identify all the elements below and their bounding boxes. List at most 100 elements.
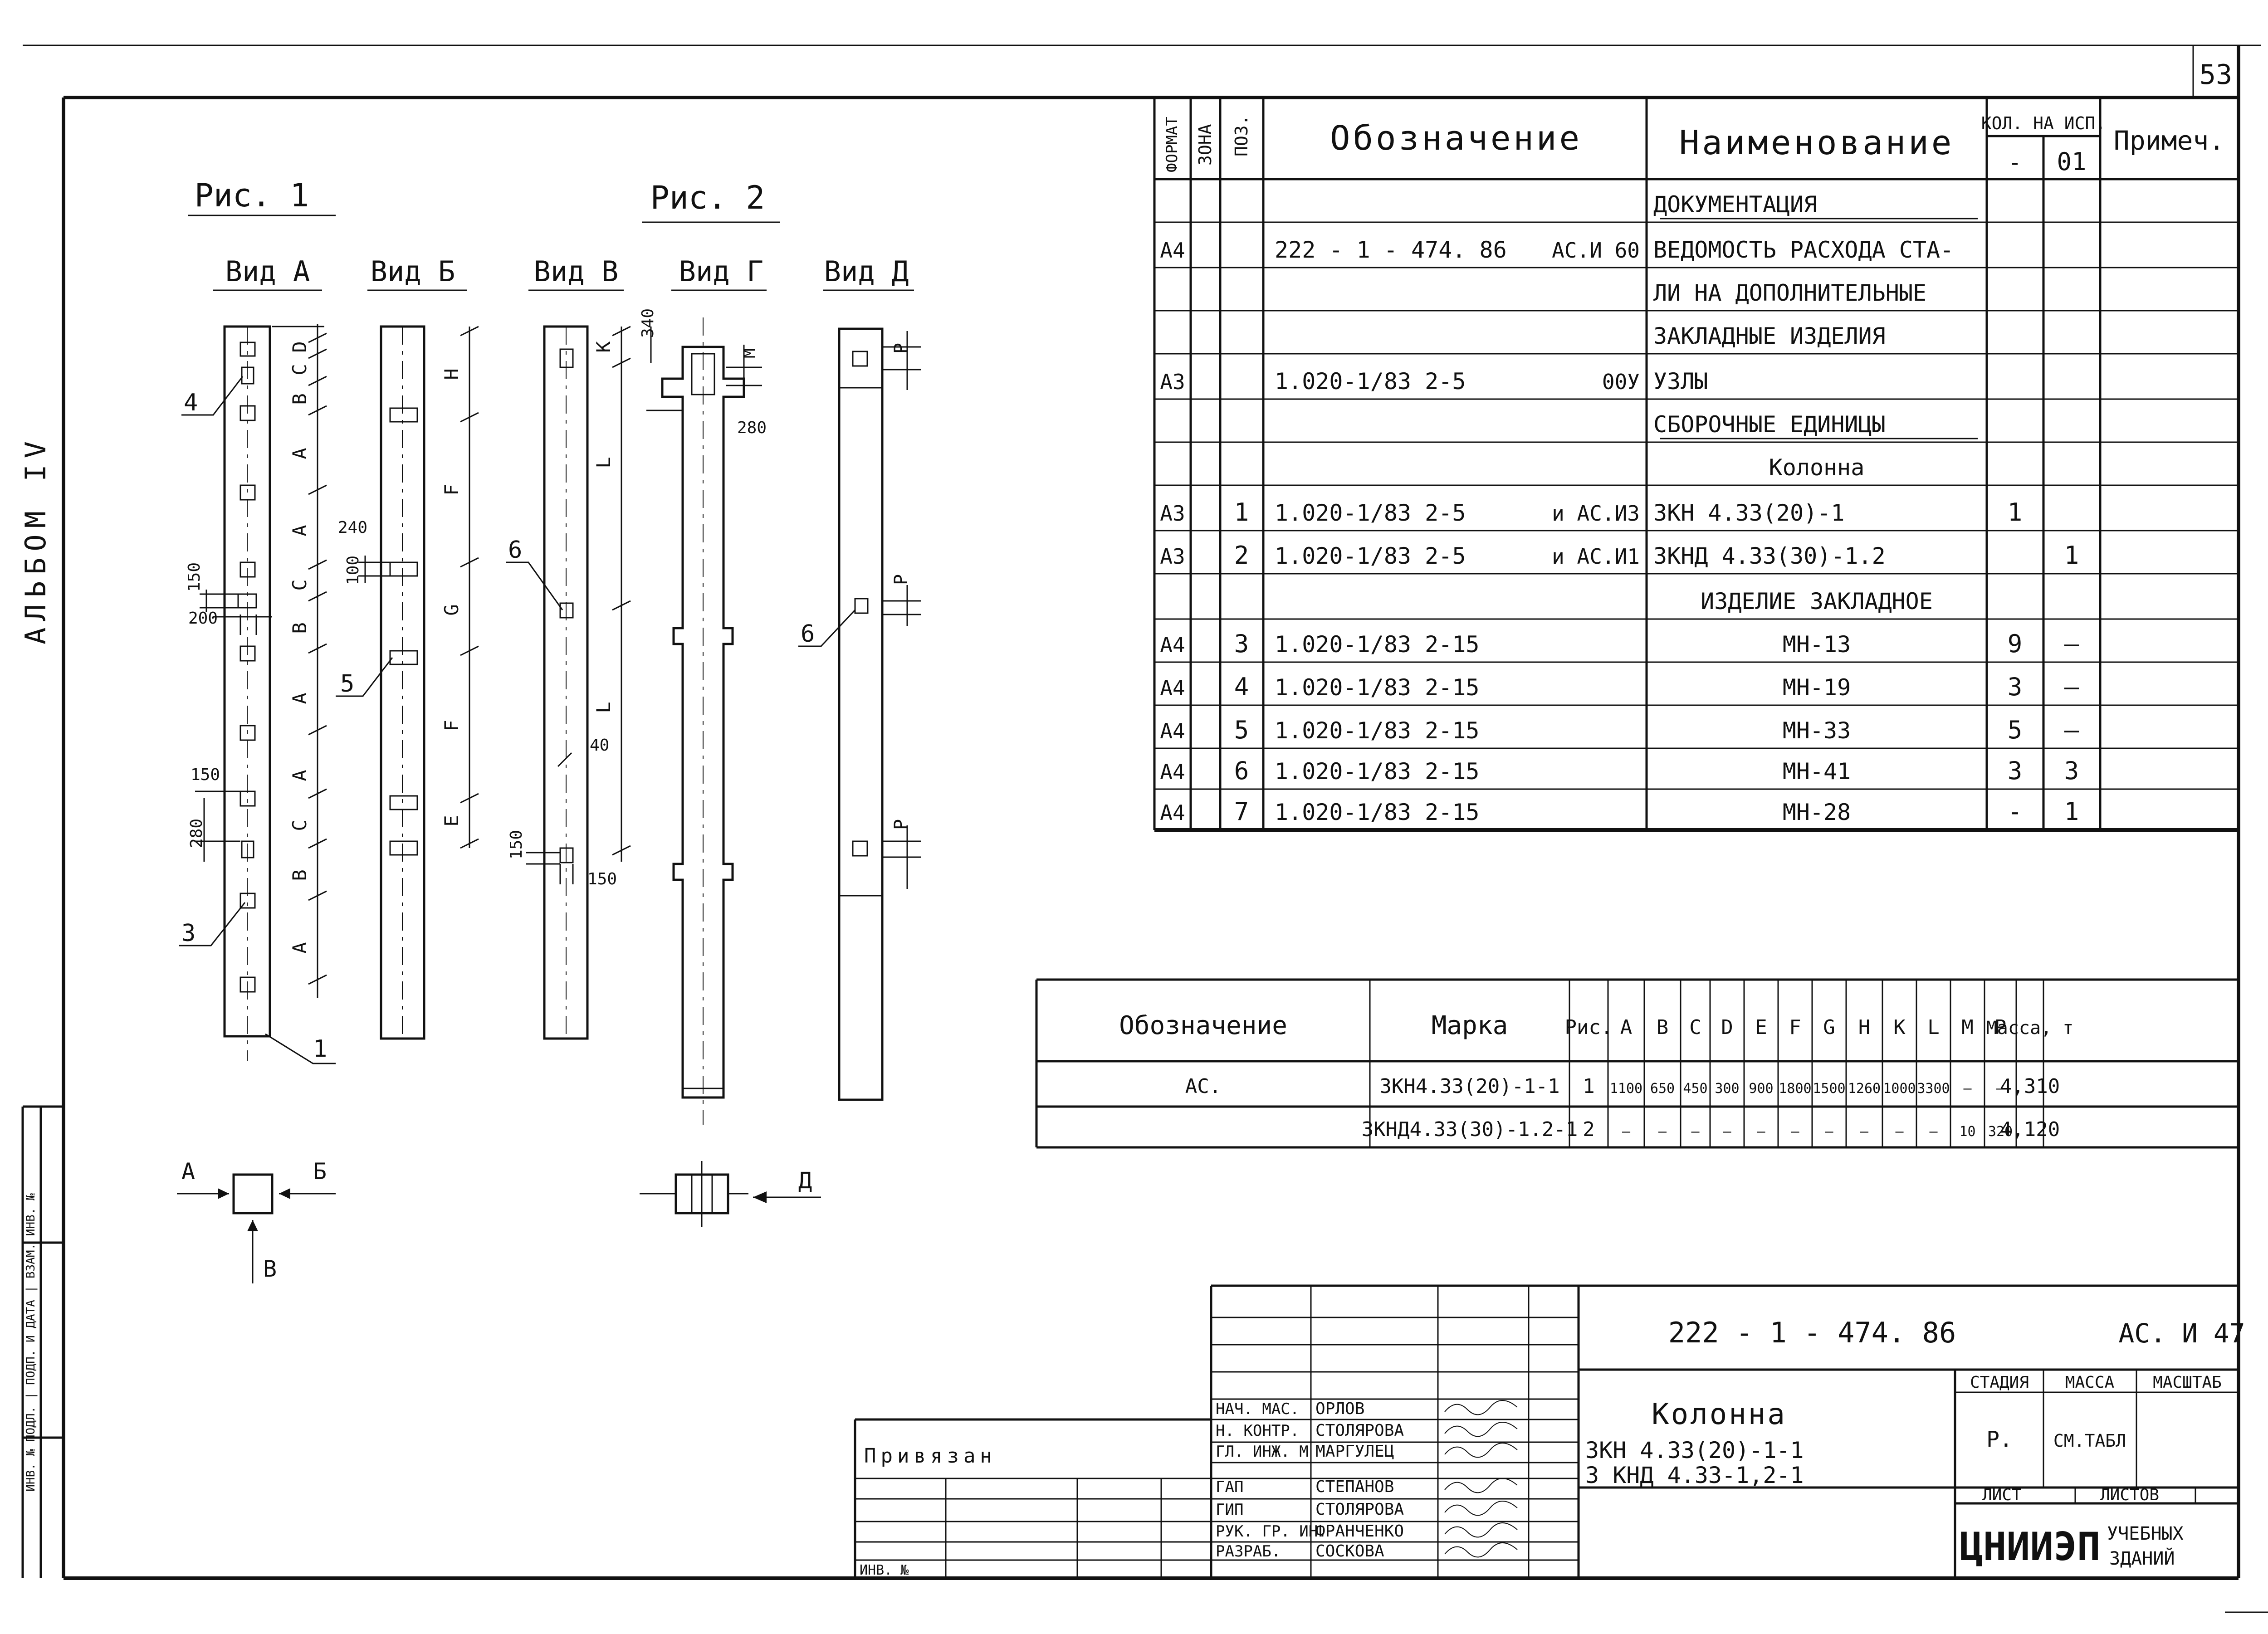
dim-e-label: E <box>440 815 463 826</box>
view-a-title: Вид А <box>225 255 310 288</box>
signature-name: МАРГУЛЕЦ <box>1315 1442 1394 1461</box>
header-pos: ПОЗ. <box>1232 115 1251 156</box>
spec-row-designation: 1.020-1/83 2-15 <box>1275 631 1480 658</box>
param-cell: 10 <box>1959 1124 1975 1140</box>
plan-section-2: Д <box>640 1161 821 1227</box>
dim-p-label: P <box>891 343 912 354</box>
dim-c-label: C <box>288 579 311 590</box>
view-v-drawing: K L L 40 150 150 6 <box>506 325 631 1040</box>
stage-label: СТАДИЯ <box>1970 1373 2029 1392</box>
spec-row-pos: 4 <box>1234 673 1249 701</box>
dim-a-label: A <box>288 525 311 536</box>
spec-table: ФОРМАТ ЗОНА ПОЗ. Обозначение Наименовани… <box>1153 98 2239 832</box>
spec-row-format: А4 <box>1160 719 1185 743</box>
plan-label-a: А <box>181 1158 195 1185</box>
spec-row-suffix: АС.И 60 <box>1552 238 1640 263</box>
param-header-cell: C <box>1689 1016 1701 1039</box>
view-d-title: Вид Д <box>824 255 909 288</box>
dim-g-label: G <box>440 604 463 615</box>
dim-l-label: L <box>592 702 615 713</box>
callout-6b: 6 <box>801 620 815 648</box>
spec-row-pos: 5 <box>1234 716 1249 744</box>
param-header-cell: Марка <box>1432 1011 1508 1040</box>
org-logo: ЦНИИЭП <box>1960 1524 2101 1570</box>
dim-a-label: A <box>288 448 311 459</box>
header-format: ФОРМАТ <box>1163 117 1181 172</box>
signature-name: СТОЛЯРОВА <box>1315 1500 1404 1519</box>
callout-6: 6 <box>508 537 522 564</box>
spec-row-name: МН-33 <box>1783 717 1851 744</box>
dim-150-label: 150 <box>185 562 204 592</box>
dim-b-label: B <box>288 393 311 405</box>
param-header-cell: Масса, т <box>1986 1018 2074 1039</box>
param-cell: — <box>1963 1081 1972 1097</box>
drawing-subtitle-1: 3КН 4.33(20)-1-1 <box>1585 1437 1804 1463</box>
org-text-2: ЗДАНИЙ <box>2109 1547 2175 1569</box>
view-g-title: Вид Г <box>679 255 764 288</box>
dim-p-label: P <box>891 574 912 585</box>
spec-row-name: ИЗДЕЛИЕ ЗАКЛАДНОЕ <box>1701 588 1933 615</box>
doc-code: 222 - 1 - 474. 86 <box>1668 1316 1956 1349</box>
signature-name: ФРАНЧЕНКО <box>1315 1522 1404 1541</box>
spec-row-name: УЗЛЫ <box>1653 368 1708 395</box>
signature-role: ГИП <box>1216 1501 1243 1519</box>
dim-a-label: A <box>288 770 311 781</box>
spec-row-name: ЗАКЛАДНЫЕ ИЗДЕЛИЯ <box>1653 323 1886 349</box>
dim-c-label: C <box>288 819 311 831</box>
callout-4: 4 <box>184 389 198 416</box>
spec-row-qty-b: — <box>2064 673 2079 701</box>
dim-a-label: A <box>288 693 311 704</box>
param-header-cell: B <box>1657 1016 1669 1039</box>
signature-role: РУК. ГР. ИН. <box>1216 1522 1327 1541</box>
spec-row-designation: 1.020-1/83 2-5 <box>1275 500 1466 526</box>
scale-label: МАСШТАБ <box>2153 1373 2222 1392</box>
signature-mark <box>1444 1443 1518 1458</box>
view-b-drawing: H F G F E 240 100 5 <box>336 325 479 1040</box>
spec-row-name: СБОРОЧНЫЕ ЕДИНИЦЫ <box>1653 411 1886 438</box>
plan-label-d: Д <box>798 1167 812 1194</box>
spec-row-qty-a: 5 <box>2008 716 2023 744</box>
dim-150-label: 150 <box>191 766 220 784</box>
param-cell: 450 <box>1683 1081 1707 1097</box>
spec-row-qty-a: - <box>2008 797 2023 826</box>
spec-row-qty-a: 3 <box>2008 673 2023 701</box>
view-v-title: Вид В <box>534 255 619 288</box>
dim-b-label: B <box>288 869 311 881</box>
param-cell: 4,310 <box>2000 1075 2060 1098</box>
dim-f-label: F <box>440 720 463 731</box>
sheet-frame <box>21 44 2268 1613</box>
param-header-cell: Обозначение <box>1119 1011 1287 1040</box>
signature-role: Н. КОНТР. <box>1216 1422 1299 1440</box>
param-cell: — <box>1791 1124 1799 1140</box>
spec-row-format: А4 <box>1160 238 1185 263</box>
spec-row-name: МН-19 <box>1783 674 1851 701</box>
header-qty-b: 01 <box>2057 147 2086 176</box>
spec-row-designation: 1.020-1/83 2-5 <box>1275 368 1466 395</box>
signature-mark <box>1444 1400 1518 1415</box>
spec-row-suffix: и АС.И3 <box>1552 501 1640 526</box>
signature-role: РАЗРАБ. <box>1216 1542 1281 1561</box>
signature-role: НАЧ. МАС. <box>1216 1400 1299 1418</box>
spec-row-pos: 7 <box>1234 797 1249 826</box>
plan-section-1: А Б В <box>177 1158 336 1283</box>
header-designation: Обозначение <box>1330 119 1582 158</box>
dim-240-label: 240 <box>338 518 367 537</box>
dim-c-label: C <box>288 364 311 375</box>
spec-row-designation: 1.020-1/83 2-15 <box>1275 674 1480 701</box>
spec-row-name: ЛИ НА ДОПОЛНИТЕЛЬНЫЕ <box>1653 280 1926 306</box>
header-note: Примеч. <box>2114 125 2224 156</box>
spec-row-name: МН-13 <box>1783 631 1851 658</box>
spec-row-pos: 2 <box>1234 541 1249 570</box>
spec-row-format: А4 <box>1160 800 1185 825</box>
param-header-cell: E <box>1755 1016 1767 1039</box>
dim-280-label: 280 <box>737 419 767 437</box>
spec-row-designation: 1.020-1/83 2-15 <box>1275 799 1480 825</box>
spec-row-format: А4 <box>1160 633 1185 657</box>
param-cell: — <box>1929 1124 1938 1140</box>
param-cell: 1100 <box>1610 1081 1642 1097</box>
signature-mark <box>1444 1422 1518 1437</box>
dim-150-label: 150 <box>587 870 617 888</box>
spec-row-suffix: и АС.И1 <box>1552 544 1640 569</box>
dim-150-label: 150 <box>507 830 526 859</box>
